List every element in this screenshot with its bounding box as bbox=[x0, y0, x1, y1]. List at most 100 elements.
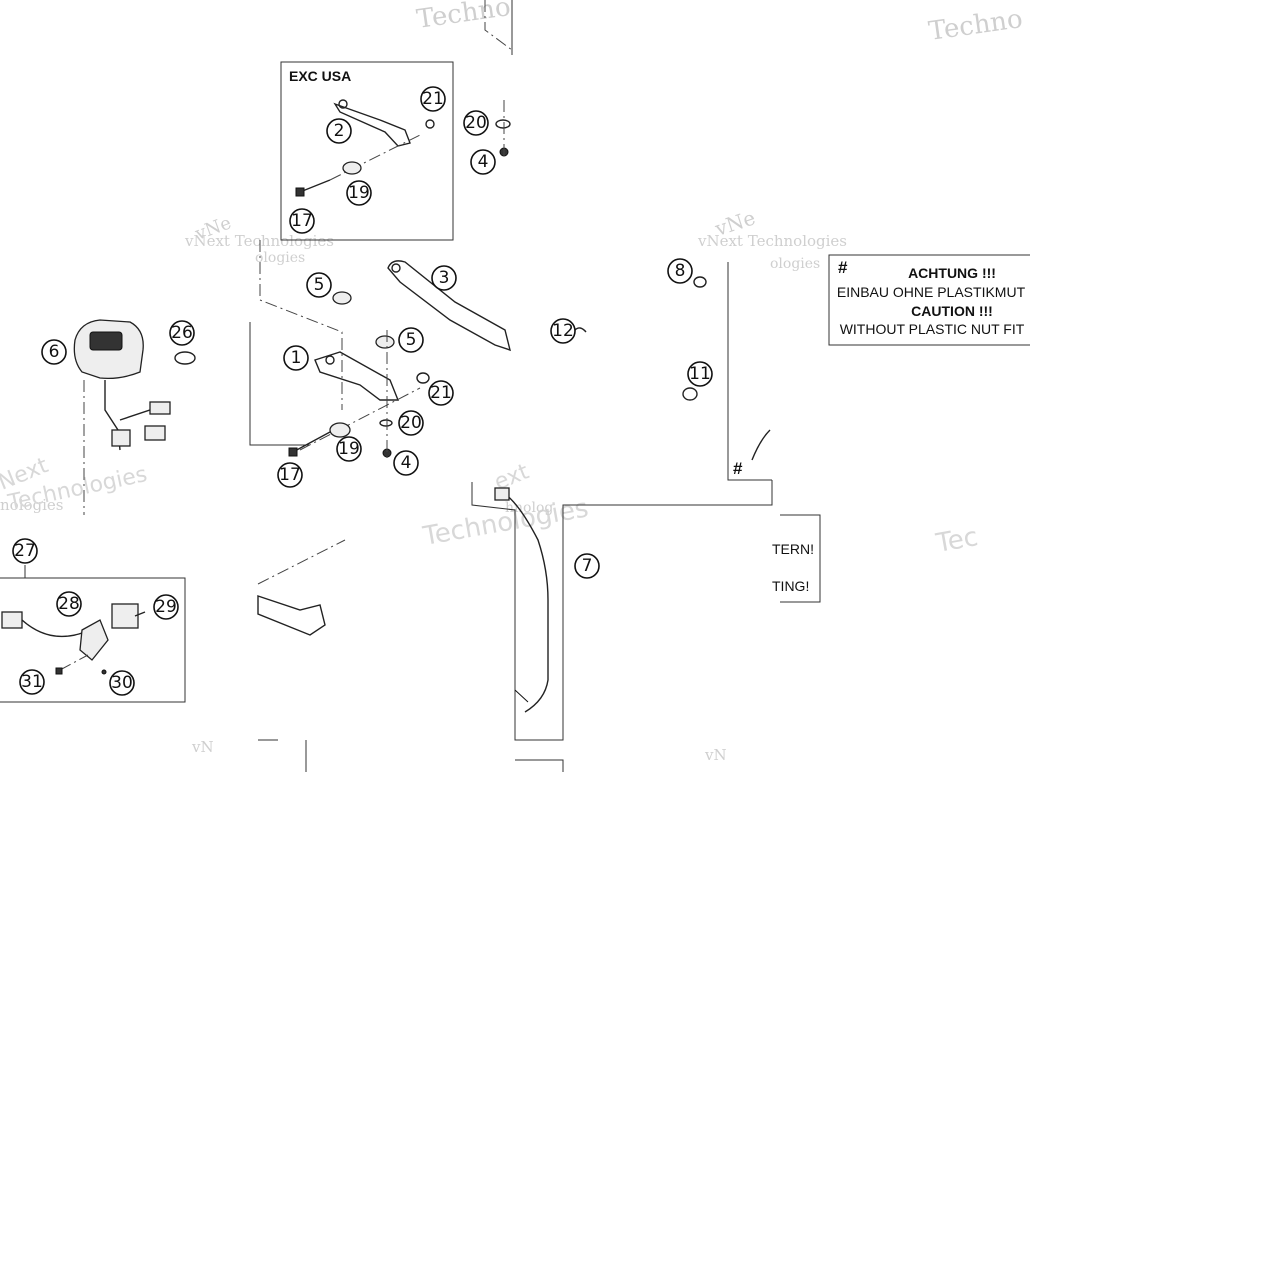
screw-17-inset bbox=[299, 179, 331, 193]
callout-29: 29 bbox=[153, 594, 179, 620]
svg-text:2: 2 bbox=[334, 121, 345, 141]
cable-7-thread bbox=[514, 689, 529, 703]
ring-11-part bbox=[682, 387, 698, 401]
bracket-2-hole bbox=[338, 99, 348, 109]
watermark-ologies-left: ologies bbox=[255, 250, 305, 266]
bracket-1-part bbox=[314, 351, 400, 401]
exc-usa-frame bbox=[280, 61, 454, 241]
exc-usa-title: EXC USA bbox=[289, 68, 351, 84]
svg-text:31: 31 bbox=[21, 672, 43, 692]
callout-2: 2 bbox=[326, 118, 352, 144]
main-dashed-outline-1 bbox=[259, 240, 343, 410]
svg-text:5: 5 bbox=[406, 330, 417, 350]
spacer-21-main bbox=[416, 372, 430, 384]
inset-27-frame bbox=[0, 577, 186, 703]
exc-usa-inset: EXC USA bbox=[280, 61, 454, 241]
callout-17-main: 17 bbox=[277, 462, 303, 488]
speedometer-6-assembly bbox=[73, 319, 196, 515]
screw-17-main bbox=[292, 431, 331, 453]
callout-21-main: 21 bbox=[428, 380, 454, 406]
callout-1: 1 bbox=[283, 345, 309, 371]
svg-text:1: 1 bbox=[291, 348, 302, 368]
arm-3-part bbox=[387, 260, 511, 352]
main-bracket-assembly bbox=[249, 240, 430, 460]
watermark-hnolog-center: hnolog bbox=[505, 500, 553, 516]
ring-12-part bbox=[574, 327, 587, 333]
partial-notice-line1: TERN! bbox=[772, 541, 814, 557]
svg-text:26: 26 bbox=[171, 323, 193, 343]
screw-31-axis bbox=[59, 654, 89, 671]
partial-notice-frame bbox=[780, 514, 821, 603]
svg-text:21: 21 bbox=[430, 383, 452, 403]
notice-line-einbau: EINBAU OHNE PLASTIKMUT bbox=[837, 284, 1026, 300]
partial-notice: TERN! TING! bbox=[772, 514, 821, 603]
notice-line-caution: CAUTION !!! bbox=[911, 303, 993, 319]
washer-20-top bbox=[495, 119, 511, 129]
callout-17-inset: 17 bbox=[289, 208, 315, 234]
cable-7-assembly bbox=[471, 480, 773, 772]
callout-5-upper: 5 bbox=[306, 272, 332, 298]
sensor-plug bbox=[1, 611, 23, 629]
callout-20-top: 20 bbox=[463, 110, 489, 136]
sensor-wire bbox=[21, 619, 86, 638]
lower-left-lines bbox=[258, 739, 307, 772]
svg-text:12: 12 bbox=[552, 321, 574, 341]
callout-6: 6 bbox=[41, 339, 67, 365]
arm-lower-part bbox=[257, 595, 326, 636]
notice-line-achtung: ACHTUNG !!! bbox=[908, 265, 996, 281]
connector-c bbox=[144, 425, 166, 441]
lower-frame bbox=[515, 759, 564, 772]
svg-text:27: 27 bbox=[14, 541, 36, 561]
callout-26: 26 bbox=[169, 320, 195, 346]
callout-19-main: 19 bbox=[336, 436, 362, 462]
notice-line-without: WITHOUT PLASTIC NUT FIT bbox=[840, 321, 1025, 337]
callout-31: 31 bbox=[19, 669, 45, 695]
callout-3: 3 bbox=[431, 265, 457, 291]
svg-text:4: 4 bbox=[478, 152, 489, 172]
rubber-5-lower bbox=[375, 335, 395, 349]
rubber-5-upper bbox=[332, 291, 352, 305]
watermark-techno-right: Techno bbox=[927, 4, 1025, 47]
inset-27 bbox=[0, 565, 186, 703]
callout-5-lower: 5 bbox=[398, 327, 424, 353]
right-frame bbox=[727, 262, 772, 481]
screw-17-head-inset bbox=[295, 187, 305, 197]
connector-a bbox=[149, 401, 171, 415]
watermark-vn-bottomleft: vN bbox=[191, 738, 214, 756]
notice-frame bbox=[828, 254, 1030, 346]
callout-27: 27 bbox=[12, 538, 38, 564]
washer-30-part bbox=[101, 669, 107, 675]
callout-28: 28 bbox=[56, 591, 82, 617]
watermarks: Techno Techno vNe vNext Technologies olo… bbox=[0, 0, 1024, 764]
svg-text:5: 5 bbox=[314, 275, 325, 295]
svg-text:11: 11 bbox=[689, 364, 711, 384]
screw-29-part bbox=[134, 611, 146, 617]
bracket-2-part bbox=[333, 102, 411, 147]
connector-b bbox=[111, 429, 131, 447]
screw-17-head-main bbox=[288, 447, 298, 457]
watermark-vnext-right: vNext Technologies bbox=[697, 232, 847, 250]
clip-8-part bbox=[693, 276, 707, 288]
notice-box: # ACHTUNG !!! EINBAU OHNE PLASTIKMUT CAU… bbox=[828, 254, 1030, 346]
watermark-vnext-left: vNext Technologies bbox=[184, 232, 334, 250]
watermark-tec-right: Tec bbox=[933, 522, 980, 559]
center-panel-frame bbox=[471, 480, 773, 741]
callout-8: 8 bbox=[667, 258, 693, 284]
svg-text:20: 20 bbox=[465, 113, 487, 133]
right-small-part bbox=[751, 429, 771, 461]
svg-text:28: 28 bbox=[58, 594, 80, 614]
svg-text:3: 3 bbox=[439, 268, 450, 288]
callout-21-inset: 21 bbox=[420, 86, 446, 112]
rubber-19-inset bbox=[342, 161, 362, 175]
svg-text:19: 19 bbox=[338, 439, 360, 459]
hash-mark-lower: # bbox=[733, 459, 743, 478]
svg-text:8: 8 bbox=[675, 261, 686, 281]
svg-text:19: 19 bbox=[348, 183, 370, 203]
notice-hash: # bbox=[838, 258, 848, 277]
callout-19-inset: 19 bbox=[346, 180, 372, 206]
main-bracket-frame bbox=[249, 322, 310, 446]
cable-7-part bbox=[504, 493, 549, 713]
rubber-19-main bbox=[329, 422, 351, 438]
watermark-ologies-right: ologies bbox=[770, 256, 820, 272]
cap-26-part bbox=[174, 351, 196, 365]
